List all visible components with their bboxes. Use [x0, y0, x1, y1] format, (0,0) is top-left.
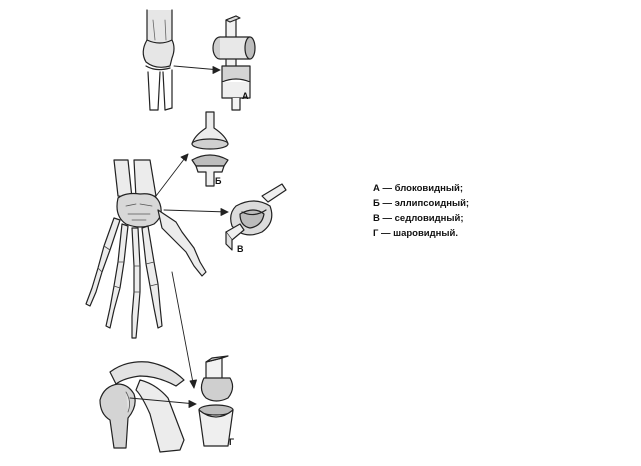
- joint-types-legend: А — блоковидный; Б — эллипсоидный; В — с…: [373, 181, 469, 241]
- ball-joint-model: [198, 355, 234, 447]
- pointer-arrows: [129, 65, 229, 408]
- legend-item-saddle: В — седловидный;: [373, 213, 464, 224]
- elbow-bones-drawing: [142, 9, 175, 111]
- hand-skeleton-drawing: [85, 159, 207, 339]
- label-hinge: А: [242, 91, 249, 101]
- saddle-joint-model: [225, 183, 287, 251]
- legend-item-hinge: А — блоковидный;: [373, 183, 463, 194]
- label-saddle: В: [237, 244, 244, 254]
- hinge-joint-model: [212, 15, 256, 111]
- legend-item-ball: Г — шаровидный.: [373, 228, 459, 239]
- shoulder-skeleton-drawing: [99, 361, 185, 453]
- label-ellipsoid: Б: [215, 176, 222, 186]
- ellipsoid-joint-model: [191, 111, 229, 187]
- legend-item-ellipsoid: Б — эллипсоидный;: [373, 198, 470, 209]
- label-ball: Г: [229, 437, 235, 447]
